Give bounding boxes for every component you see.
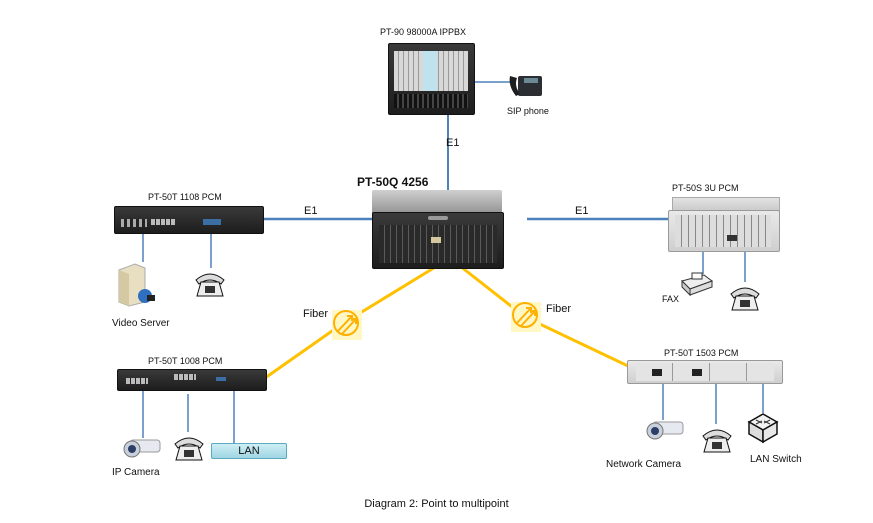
lan-box: LAN	[211, 443, 287, 459]
lan-switch-label: LAN Switch	[750, 454, 802, 465]
pcm-50s-device	[668, 210, 780, 252]
telephone-icon	[702, 429, 732, 453]
pcm-1008-device	[117, 369, 267, 391]
ippbx-label: PT-90 98000A IPPBX	[380, 27, 467, 37]
pcm-1108-device	[114, 206, 264, 234]
e1-label-right: E1	[575, 205, 589, 217]
video-server-label: Video Server	[112, 318, 170, 329]
fiber-label-left: Fiber	[303, 308, 329, 320]
fiber-link-right	[459, 264, 629, 368]
diagram-caption: Diagram 2: Point to multipoint	[364, 498, 509, 510]
ip-camera-label: IP Camera	[112, 467, 160, 478]
pcm-1108-label: PT-50T 1108 PCM	[148, 192, 222, 202]
center-device-top	[372, 190, 502, 215]
sip-phone-label: SIP phone	[507, 106, 549, 116]
video-server-icon	[118, 263, 155, 307]
pcm-1503-device	[627, 360, 783, 384]
pcm-1008-label: PT-50T 1008 PCM	[148, 356, 223, 366]
telephone-icon	[174, 437, 204, 461]
e1-label-top: E1	[446, 137, 460, 149]
network-camera-icon	[646, 421, 684, 440]
center-device	[372, 212, 504, 269]
telephone-icon	[730, 287, 760, 311]
fiber-label-right: Fiber	[546, 303, 572, 315]
pcm-50s-label: PT-50S 3U PCM	[672, 183, 739, 193]
fax-label: FAX	[662, 294, 680, 304]
fiber-converter-icon-right	[511, 302, 541, 332]
telephone-icon	[195, 273, 225, 297]
sip-phone-icon	[509, 76, 542, 96]
pcm-1503-label: PT-50T 1503 PCM	[664, 348, 739, 358]
lan-switch-icon	[747, 413, 779, 444]
ippbx-device	[388, 43, 475, 115]
ip-camera-icon	[123, 439, 161, 458]
network-camera-label: Network Camera	[606, 459, 682, 470]
fax-icon	[681, 272, 714, 297]
fiber-converter-icon-left	[332, 310, 362, 340]
center-device-label: PT-50Q 4256	[357, 175, 429, 189]
e1-label-left: E1	[304, 205, 318, 217]
